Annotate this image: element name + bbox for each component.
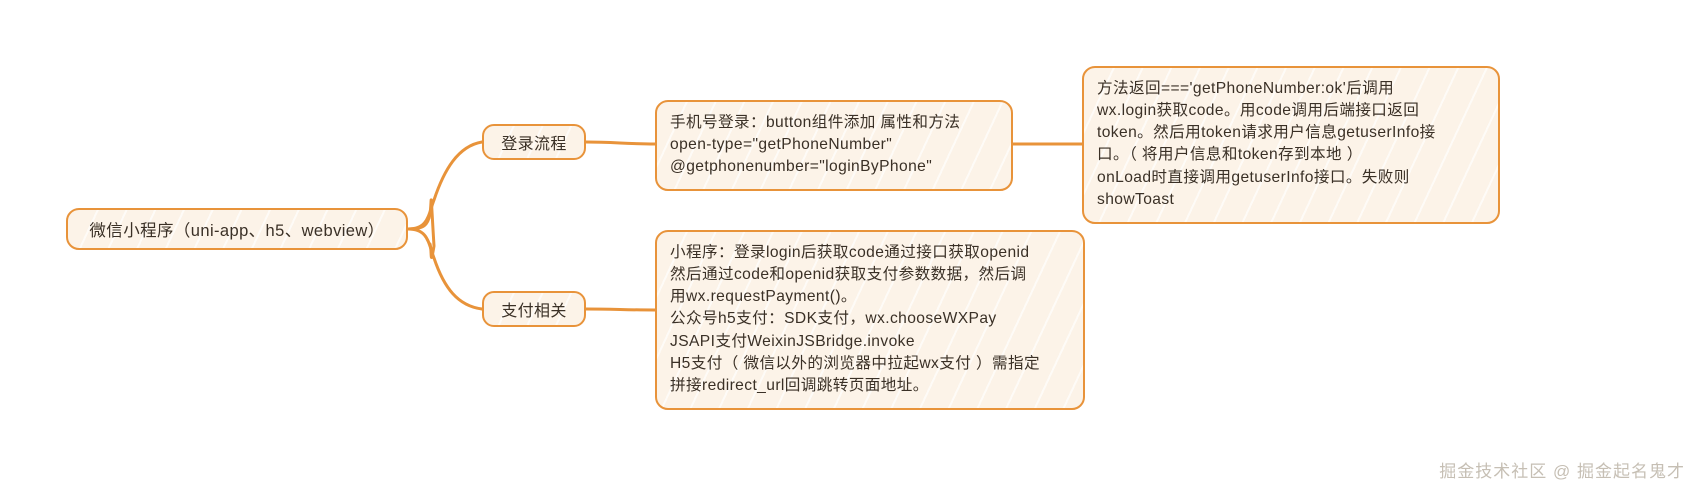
connector-root-to-login xyxy=(406,140,484,231)
mindmap-leaf-login-detail[interactable]: 手机号登录：button组件添加 属性和方法 open-type="getPho… xyxy=(655,100,1013,192)
mindmap-branch-login-flow-label: 登录流程 xyxy=(501,136,567,153)
mindmap-leaf-payment-detail[interactable]: 小程序：登录login后获取code通过接口获取openid 然后通过code和… xyxy=(655,230,1085,410)
mindmap-branch-login-flow[interactable]: 登录流程 xyxy=(482,124,586,160)
mindmap-branch-payment-label: 支付相关 xyxy=(501,303,567,320)
mindmap-branch-payment[interactable]: 支付相关 xyxy=(482,291,586,327)
connector-payment-to-detail xyxy=(584,307,657,312)
connector-root-trunk xyxy=(406,212,432,231)
mindmap-root-label: 微信小程序（uni-app、h5、webview） xyxy=(89,222,385,240)
connector-login-to-detail xyxy=(584,140,657,146)
mindmap-root-node[interactable]: 微信小程序（uni-app、h5、webview） xyxy=(66,208,408,250)
mindmap-leaf-login-result[interactable]: 方法返回==='getPhoneNumber:ok'后调用 wx.login获取… xyxy=(1082,66,1500,224)
connector-spine xyxy=(428,198,436,259)
connector-root-to-payment xyxy=(406,227,484,311)
watermark-text: 掘金技术社区 @ 掘金起名鬼才 xyxy=(1439,462,1685,481)
